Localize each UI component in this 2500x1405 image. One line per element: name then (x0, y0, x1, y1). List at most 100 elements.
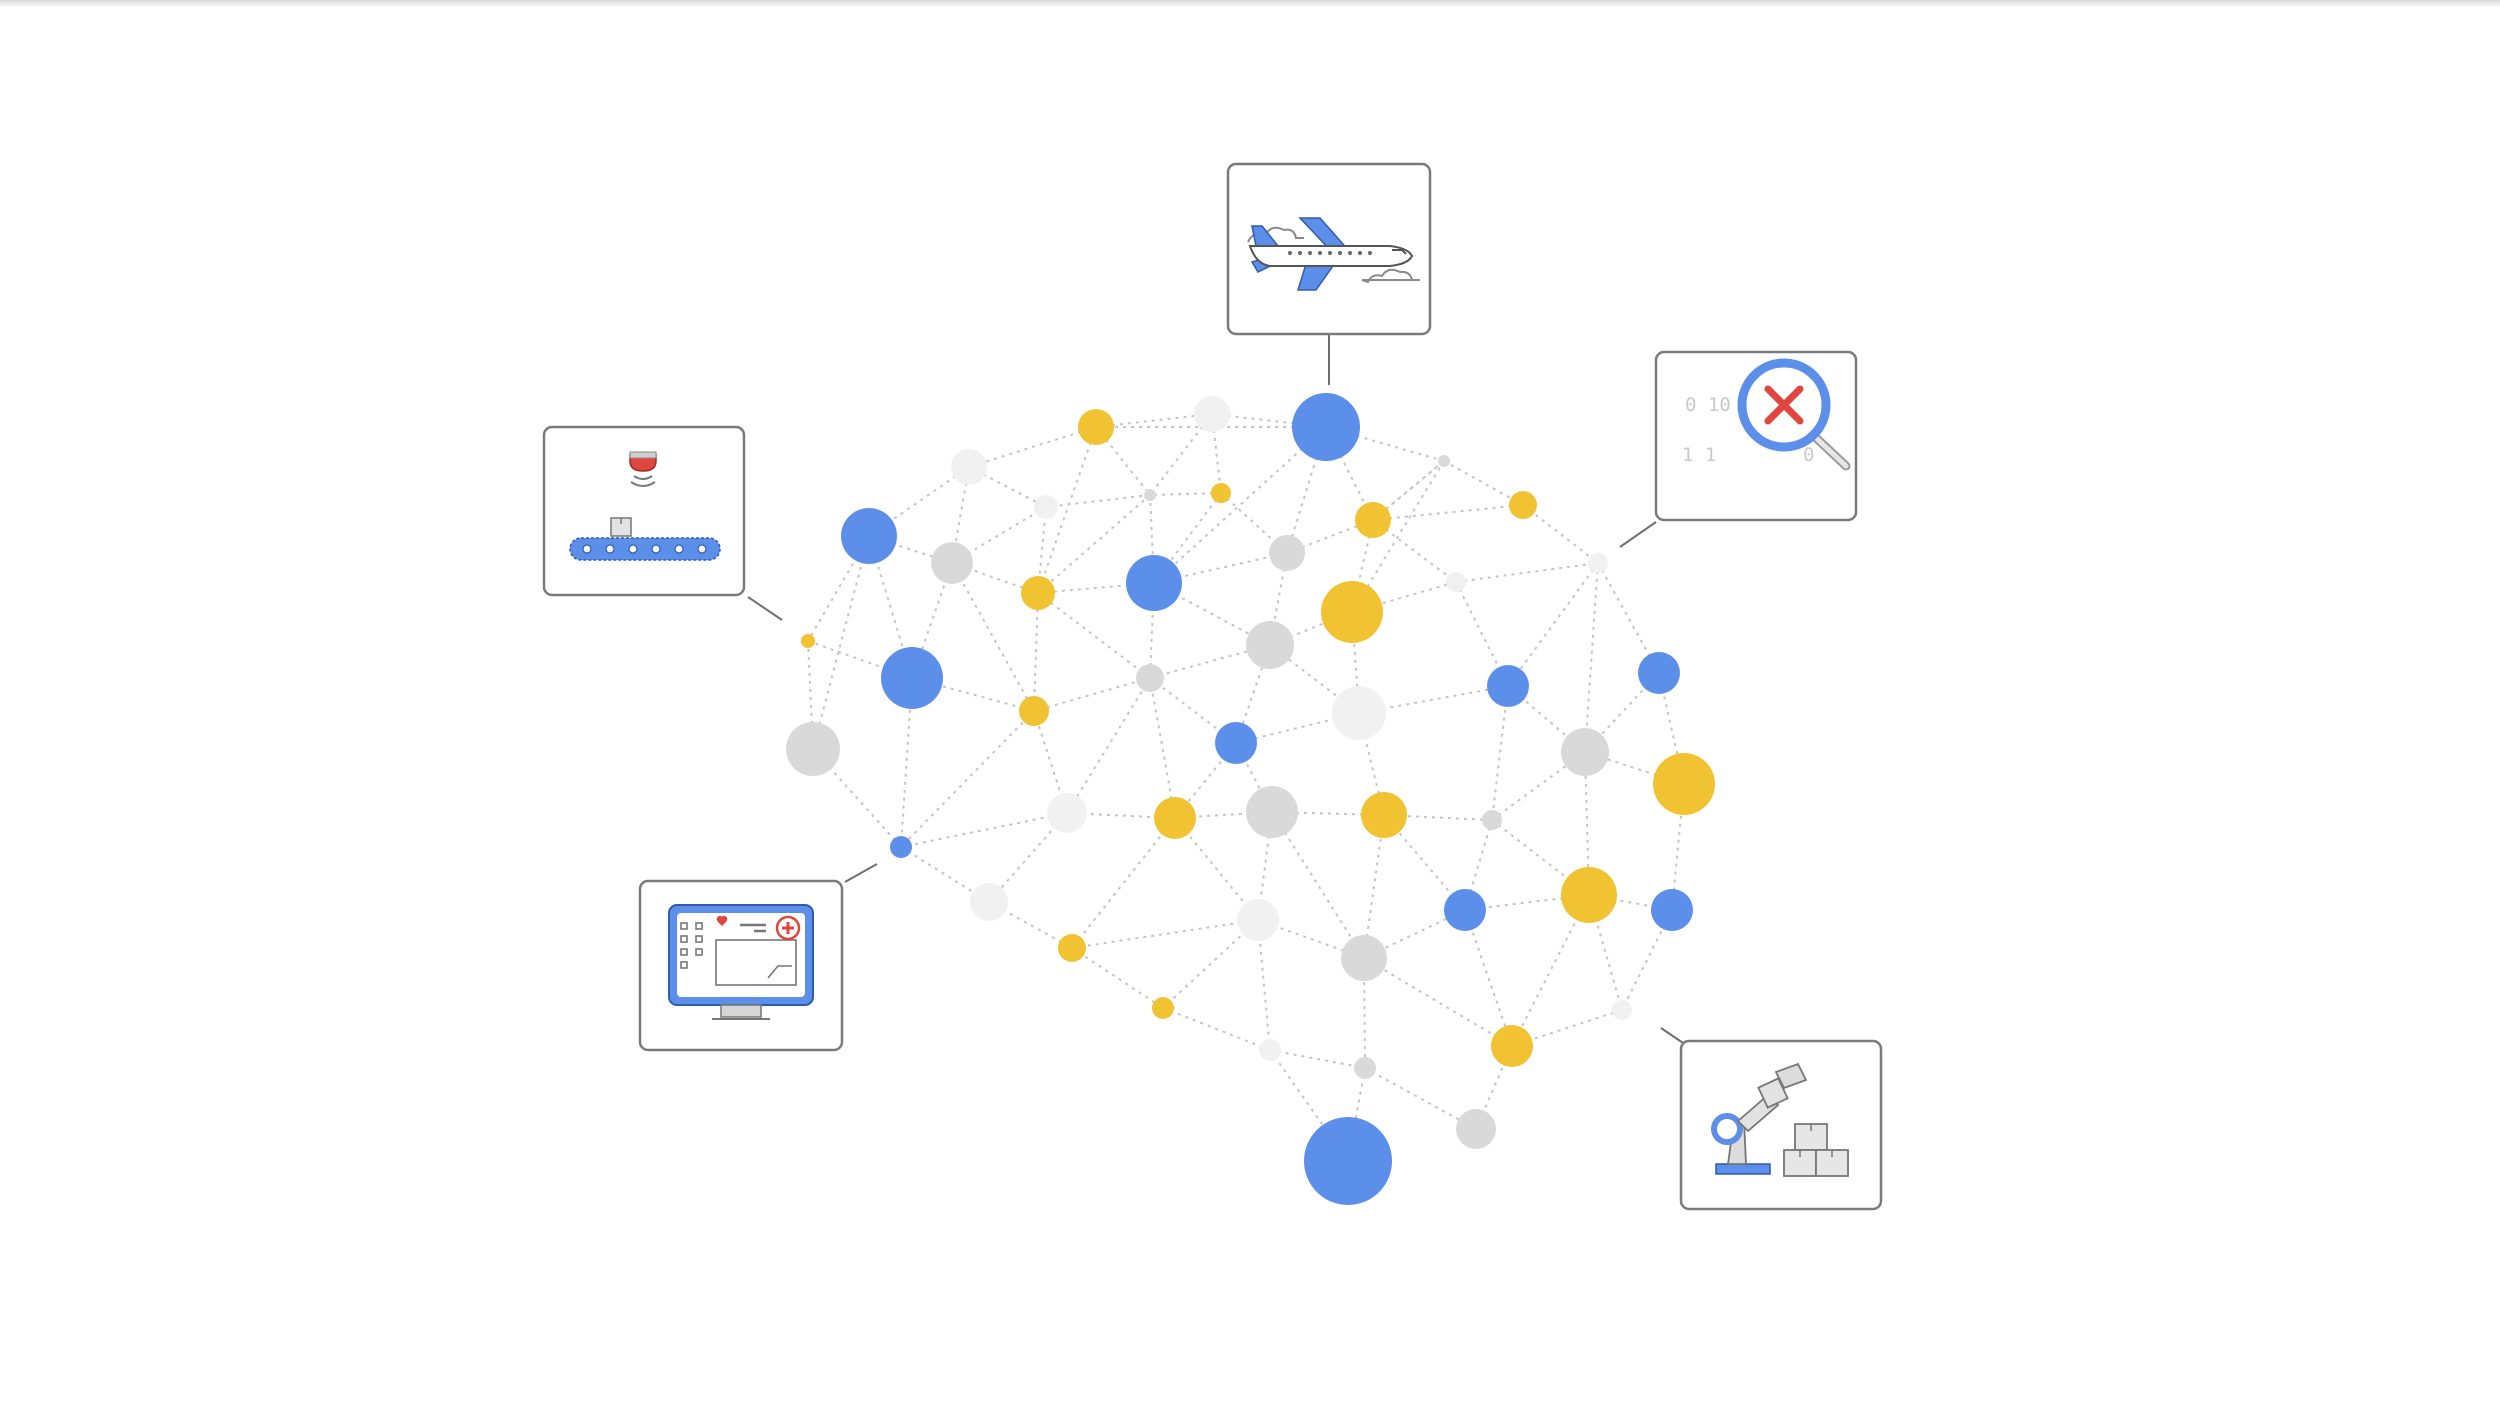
leader-robot (1660, 1027, 1687, 1046)
network-node (1152, 997, 1174, 1019)
network-edge (1363, 814, 1385, 959)
network-edge (1671, 783, 1685, 911)
network-edge (1507, 562, 1599, 687)
binary-line-3: 0 (1803, 444, 1814, 466)
network-node (841, 508, 897, 564)
network-node (1034, 495, 1058, 519)
network-edge (1153, 552, 1288, 584)
network-edge (900, 846, 990, 903)
network-edge (1162, 919, 1259, 1009)
network-edge (1149, 677, 1176, 819)
network-edge (1045, 494, 1151, 508)
network-edge (1211, 413, 1327, 428)
network-node (1304, 1117, 1392, 1205)
network-node (1354, 1057, 1376, 1079)
network-edge (1162, 1007, 1271, 1051)
network-node (931, 542, 973, 584)
card-anomaly: 0 10 1 1 0 (1654, 350, 1858, 522)
network-node (1246, 621, 1294, 669)
card-robot (1679, 1039, 1883, 1211)
network-node (1651, 889, 1693, 931)
network-edge (951, 562, 1035, 712)
network-edge (1588, 894, 1673, 911)
top-edge-shadow (0, 0, 2500, 8)
network-node (1341, 935, 1387, 981)
network-edge (1286, 426, 1327, 554)
network-node (1355, 502, 1391, 538)
network-edge (1235, 712, 1360, 744)
network-edge (1071, 817, 1176, 949)
network-node (1021, 576, 1055, 610)
network-edge (1071, 919, 1259, 949)
airplane-icon (1247, 217, 1420, 291)
network-node (1194, 396, 1230, 432)
network-edge (1511, 1009, 1623, 1047)
network-node (1638, 652, 1680, 694)
network-node (1456, 1109, 1496, 1149)
network-node (1292, 393, 1360, 461)
network-edge (812, 535, 870, 750)
network-node (801, 634, 815, 648)
network-node (1047, 793, 1087, 833)
binary-line-2: 1 1 (1682, 444, 1716, 466)
network-node (1019, 696, 1049, 726)
network-edge (1037, 592, 1151, 679)
network-edge (807, 640, 913, 679)
network-edge (911, 677, 1035, 712)
network-edge (1153, 492, 1222, 584)
network-node (1078, 409, 1114, 445)
network-node (786, 722, 840, 776)
network-node (970, 883, 1008, 921)
network-node (1154, 797, 1196, 839)
network-edge (1455, 562, 1599, 583)
network-node (1653, 753, 1715, 815)
network-edge (1464, 909, 1513, 1047)
network-node (1246, 786, 1298, 838)
network-node (881, 647, 943, 709)
network-node (1491, 1025, 1533, 1067)
network-edge (900, 710, 1035, 848)
leader-anomaly (1619, 521, 1657, 548)
network-node (1446, 572, 1466, 592)
network-edge (1095, 426, 1151, 496)
network-edge (900, 812, 1068, 848)
card-airplane (1226, 162, 1432, 336)
network-edge (1037, 494, 1151, 594)
network-edge (1037, 426, 1097, 594)
network-node (890, 836, 912, 858)
network-nodes (786, 393, 1715, 1205)
network-node (1321, 581, 1383, 643)
network-node (1237, 899, 1279, 941)
network-node (1561, 867, 1617, 923)
network-node (1144, 489, 1156, 501)
network-node (1211, 483, 1231, 503)
binary-line-1: 0 10 (1685, 394, 1731, 416)
network-edge (1491, 685, 1509, 821)
network-node (1612, 1000, 1632, 1020)
network-node (1561, 728, 1609, 776)
card-leaders (747, 334, 1687, 1046)
network-edge (1363, 957, 1513, 1047)
network-node (1269, 535, 1305, 571)
network-edge (1372, 504, 1524, 521)
network-node (1438, 455, 1450, 467)
network-node (1259, 1039, 1281, 1061)
network-edge (1153, 426, 1327, 584)
network-node (1126, 555, 1182, 611)
network-edge (1153, 582, 1271, 646)
network-edge (1174, 817, 1259, 921)
network-node (1509, 491, 1537, 519)
network-edge (1351, 460, 1445, 613)
conveyor-sensor-icon (569, 451, 721, 561)
network-node (1487, 665, 1529, 707)
network-node (1482, 810, 1502, 830)
network-edge (1522, 504, 1599, 564)
network-node (1215, 722, 1257, 764)
network-edge (1257, 919, 1271, 1051)
network-node (951, 449, 987, 485)
network-node (1444, 889, 1486, 931)
network-edge (1211, 413, 1222, 494)
card-monitor (638, 879, 844, 1052)
network-edge (988, 812, 1068, 903)
